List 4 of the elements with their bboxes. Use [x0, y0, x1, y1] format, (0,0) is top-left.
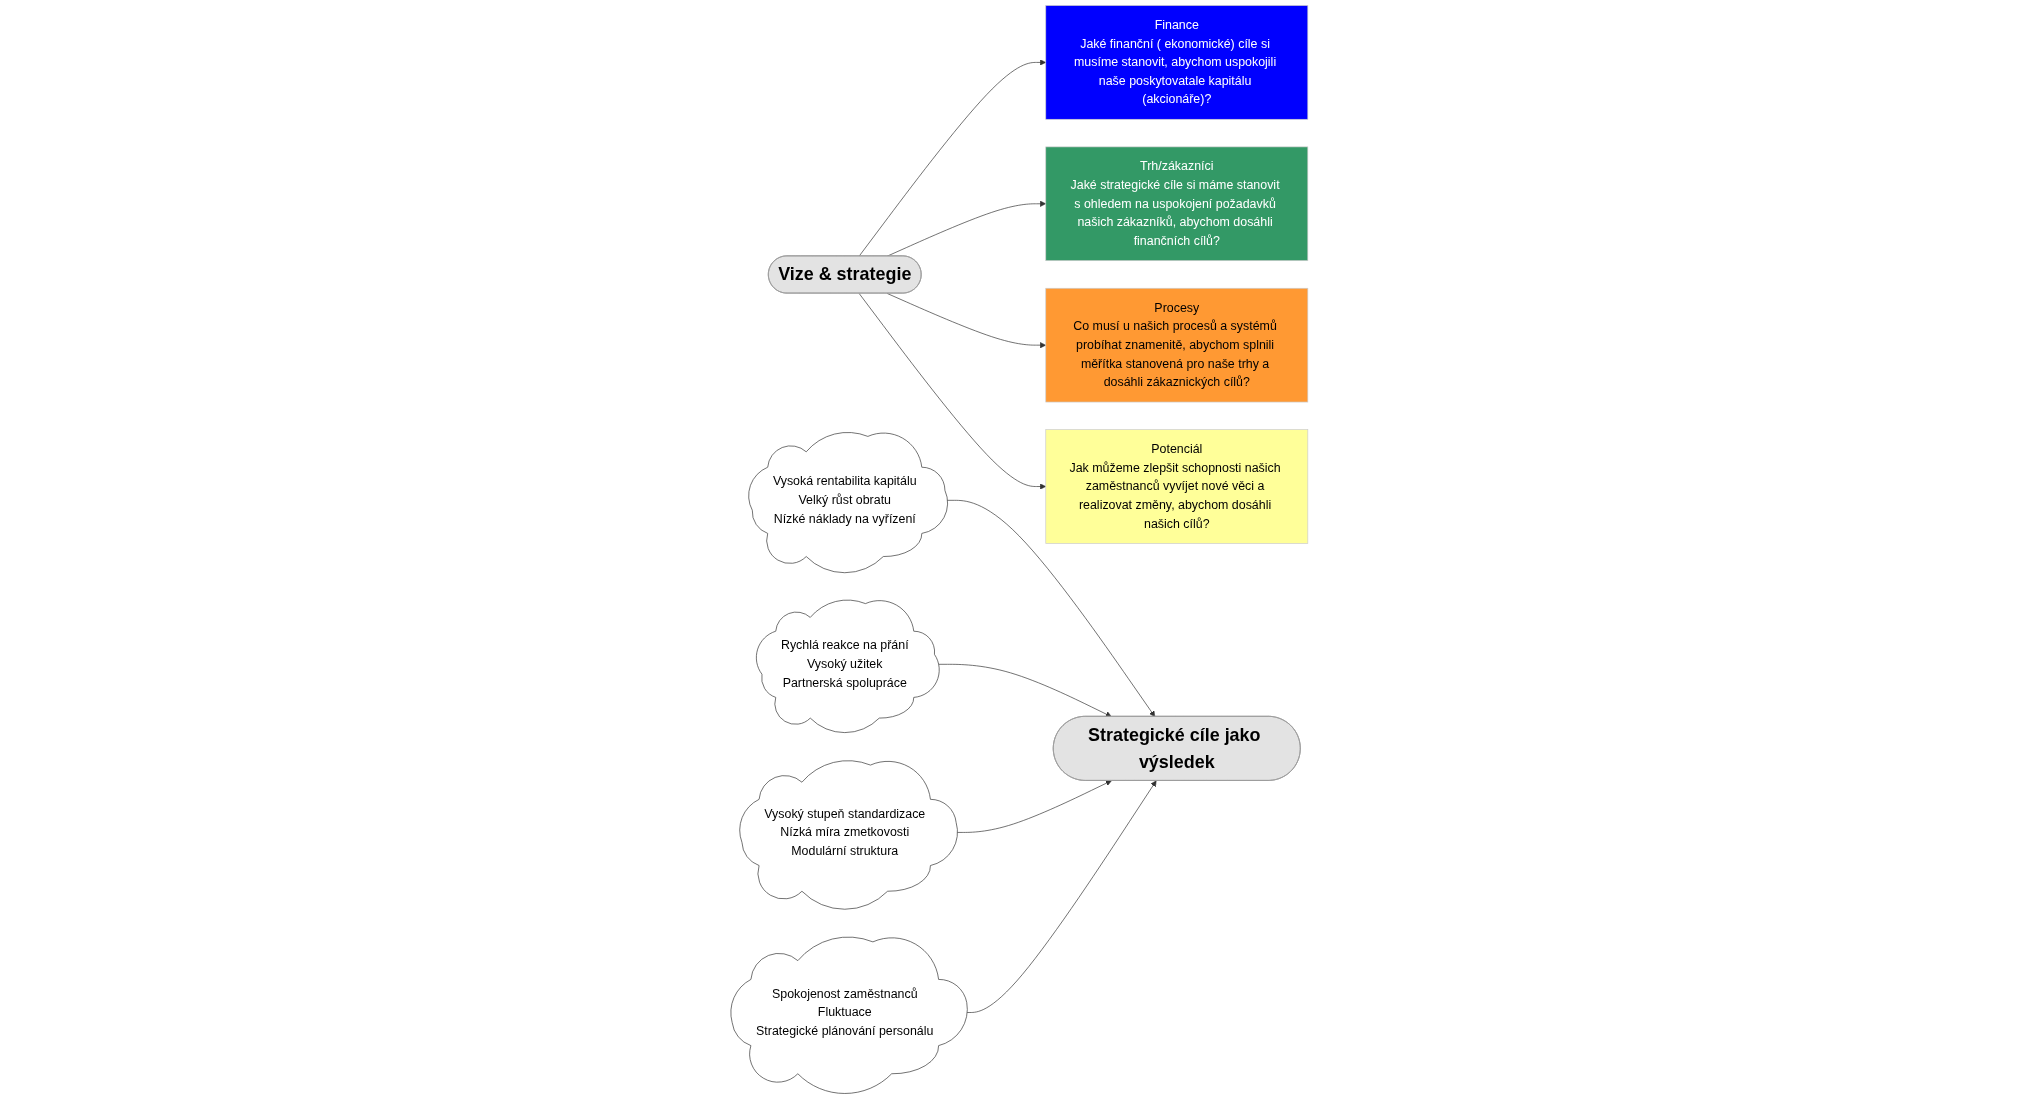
- node-box: Trh/zákazníci Jaké strategické cíle si máme stanovit s ohledem na uspokojení požadavků našich zákazníků, abychom dosáhli finančních cílů?: [1045, 146, 1308, 261]
- node-box: Procesy Co musí u našich procesů a systémů probíhat znamenitě, abychom splnili měřítka stanovená pro naše trhy a dosáhli zákaznických cílů?: [1045, 287, 1308, 403]
- node-box: Finance Jaké finanční ( ekonomické) cíle si musíme stanovit, abychom uspokojili naše poskytovatale kapitálu (akcionáře)?: [1045, 5, 1308, 120]
- node-box: Potenciál Jak můžeme zlepšit schopnosti našich zaměstnanců vyvíjet nové věci a realizovat změny, abychom dosáhli našich cílů?: [1045, 429, 1308, 544]
